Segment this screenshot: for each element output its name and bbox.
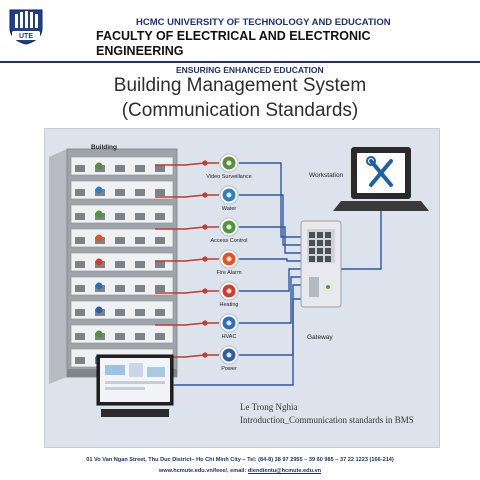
- network-link: [239, 194, 301, 246]
- link-node: [202, 256, 208, 262]
- workstation-laptop: [333, 147, 429, 211]
- slide-title-line-1: Building Management System: [113, 75, 367, 96]
- heating-icon: [219, 281, 239, 301]
- lecture-topic: Introduction_Communication standards in …: [240, 415, 414, 425]
- control-monitor: [96, 354, 174, 417]
- sensor-dot: [95, 330, 103, 338]
- fire-icon: [219, 249, 239, 269]
- slogan: ENSURING ENHANCED EDUCATION: [176, 65, 324, 75]
- footer-address: 01 Vo Van Ngan Street, Thu Duc District–…: [86, 457, 394, 463]
- link-node: [202, 192, 208, 198]
- faculty-name: FACULTY OF ELECTRICAL AND ELECTRONIC ENG…: [96, 29, 396, 59]
- camera-icon: [219, 153, 239, 173]
- system-label: Access Control: [211, 238, 248, 244]
- sensor-dot: [95, 186, 103, 194]
- building-floor: [70, 180, 174, 200]
- system-label: Fire Alarm: [216, 270, 241, 276]
- ute-logo: UTE: [9, 9, 43, 45]
- snowflake-icon: [219, 313, 239, 333]
- link-node: [202, 224, 208, 230]
- header-divider: [0, 61, 480, 63]
- sensor-dot: [95, 234, 103, 242]
- workstation-label: Workstation: [309, 172, 344, 179]
- system-label: HVAC: [222, 334, 237, 340]
- network-link: [239, 276, 301, 324]
- building-links: [155, 160, 219, 358]
- building-link: [155, 162, 219, 166]
- footer-web: www.hcmute.edu.vn/feee/, email: diendien…: [0, 468, 480, 474]
- system-label: Video Surveillance: [206, 174, 251, 180]
- slide-title-line-2: (Communication Standards): [121, 100, 359, 121]
- sensor-dot: [95, 306, 103, 314]
- sensor-dot: [95, 162, 103, 170]
- building-floor: [70, 204, 174, 224]
- building-link: [155, 226, 219, 230]
- building-link: [155, 194, 219, 198]
- sensor-dot: [95, 258, 103, 266]
- footer-email-link[interactable]: diendientu@hcmute.edu.vn: [247, 468, 322, 474]
- access-control-icon: [219, 217, 239, 237]
- footer-website: www.hcmute.edu.vn/feee/, email:: [158, 468, 248, 474]
- system-label: Power: [221, 366, 237, 372]
- network-link: [239, 268, 301, 292]
- gateway-workstation-link: [341, 211, 382, 270]
- system-label: Water: [222, 206, 237, 212]
- building-floor: [70, 324, 174, 344]
- building-floor: [70, 228, 174, 248]
- sensor-dot: [95, 282, 103, 290]
- building-label: Building: [91, 144, 117, 151]
- system-label: Heating: [220, 302, 239, 308]
- power-icon: [219, 345, 239, 365]
- network-link: [239, 284, 301, 356]
- author-name: Le Trong Nghia: [240, 402, 298, 412]
- university-name: HCMC UNIVERSITY OF TECHNOLOGY AND EDUCAT…: [136, 17, 391, 28]
- logo-text: UTE: [19, 33, 33, 40]
- link-node: [202, 160, 208, 166]
- building-link: [155, 322, 219, 326]
- network-links: [173, 162, 382, 386]
- faculty-line-1: FACULTY OF ELECTRICAL AND ELECTRONIC: [96, 29, 371, 43]
- faculty-line-2: ENGINEERING: [96, 44, 184, 58]
- gateway-label: Gateway: [307, 334, 333, 341]
- building-floor: [70, 276, 174, 296]
- network-link: [239, 258, 301, 262]
- building-illustration: [49, 148, 178, 384]
- network-link: [239, 226, 301, 254]
- building-floor: [70, 300, 174, 320]
- building-link: [155, 258, 219, 262]
- gateway-device: [300, 220, 342, 308]
- network-link: [239, 162, 301, 238]
- building-floor: [70, 156, 174, 176]
- link-node: [202, 320, 208, 326]
- water-drop-icon: [219, 185, 239, 205]
- building-floor: [70, 252, 174, 272]
- link-node: [202, 352, 208, 358]
- tools-icon: [366, 156, 393, 187]
- monitor-gateway-link: [173, 298, 301, 386]
- building-link: [155, 290, 219, 294]
- link-node: [202, 288, 208, 294]
- sensor-dot: [95, 210, 103, 218]
